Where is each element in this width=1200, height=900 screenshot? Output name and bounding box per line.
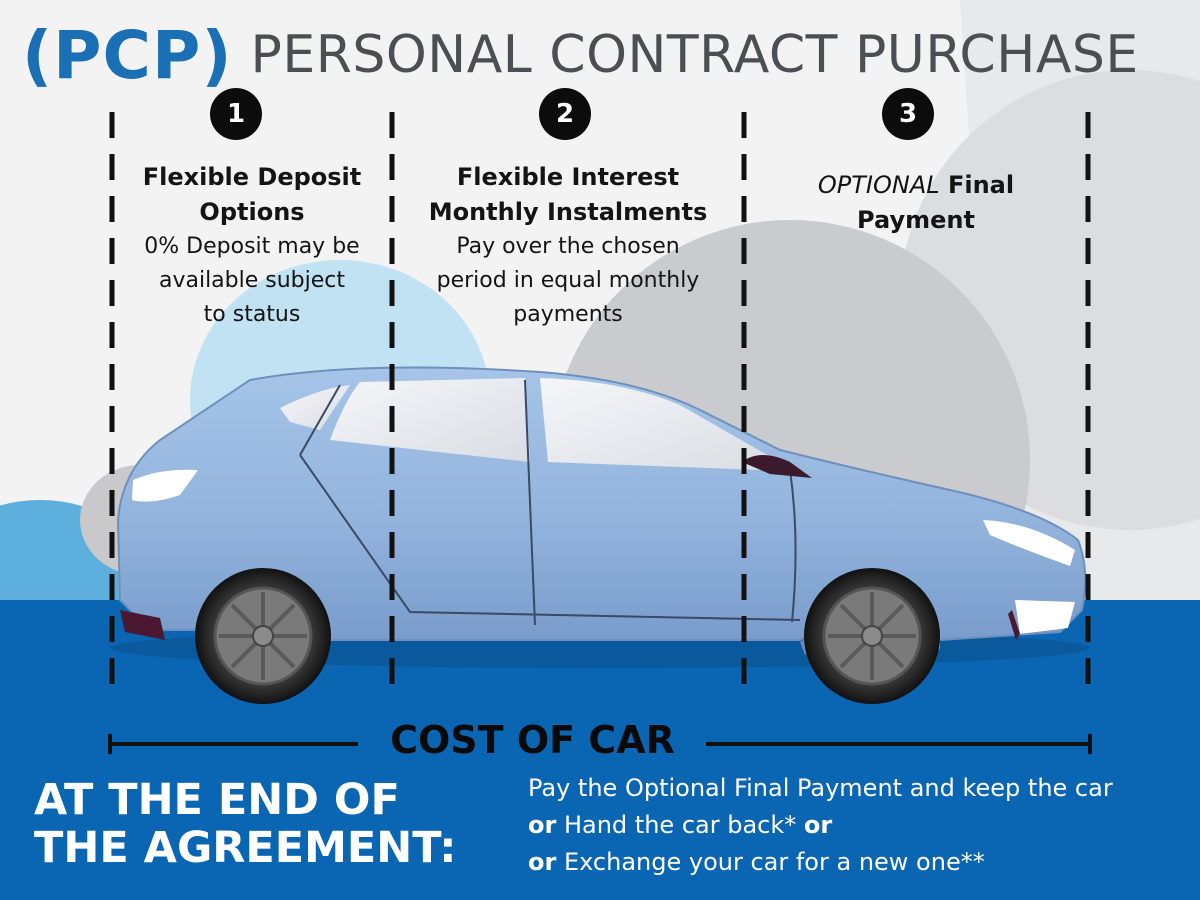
end-option-3: or Exchange your car for a new one**	[528, 844, 1113, 881]
end-title-line1: AT THE END OF	[34, 775, 400, 825]
headlight	[983, 520, 1075, 566]
cost-of-car-label: COST OF CAR	[390, 718, 675, 762]
rear-door-window	[330, 378, 530, 462]
step-2-number-badge: 2	[539, 88, 591, 140]
end-option-3-or: or	[528, 848, 557, 876]
end-option-2-trailing-or: or	[803, 811, 833, 839]
door-line-front	[789, 469, 797, 623]
door-line-rear	[299, 384, 341, 456]
step-3-heading-italic: OPTIONAL	[817, 171, 940, 199]
step-2-heading-line1: Flexible Interest	[456, 163, 680, 191]
end-option-2-or: or	[528, 811, 557, 839]
title-full: PERSONAL CONTRACT PURCHASE	[250, 25, 1139, 85]
step-3-heading-line2: Payment	[857, 206, 975, 234]
title-acronym: (PCP)	[22, 16, 233, 94]
step-1-desc-line1: 0% Deposit may be	[144, 234, 360, 259]
end-option-3-text: Exchange your car for a new one**	[563, 848, 985, 876]
step-1-desc-line3: to status	[203, 302, 301, 327]
step-3-heading-line1: OPTIONAL Final	[750, 168, 1082, 203]
rear-wheel	[195, 568, 331, 704]
step-2-desc-line3: payments	[513, 302, 623, 327]
end-title-line2: THE AGREEMENT:	[34, 823, 457, 873]
step-2-text: Flexible Interest Monthly Instalments Pa…	[398, 160, 738, 332]
end-option-2: or Hand the car back* or	[528, 807, 1113, 844]
door-line-lower	[299, 454, 801, 621]
front-wheel	[804, 568, 940, 704]
step-2-desc-line1: Pay over the chosen	[456, 234, 680, 259]
door-line-middle	[524, 379, 536, 626]
step-2-heading-line2: Monthly Instalments	[428, 198, 708, 226]
step-1-heading-line1: Flexible Deposit	[142, 163, 362, 191]
end-options: Pay the Optional Final Payment and keep …	[528, 770, 1113, 881]
fog-light	[1015, 600, 1075, 634]
end-option-2-text: Hand the car back*	[563, 811, 797, 839]
front-door-window	[540, 378, 790, 470]
rear-light	[132, 469, 198, 502]
step-3-number-badge: 3	[882, 88, 934, 140]
step-3-text: OPTIONAL Final Payment	[750, 168, 1082, 238]
divider-lines	[109, 112, 1091, 700]
step-1-number-badge: 1	[210, 88, 262, 140]
front-bumper-vent	[1008, 610, 1020, 640]
step-2-desc-line2: period in equal monthly	[436, 268, 700, 293]
end-of-agreement-title: AT THE END OF THE AGREEMENT:	[34, 776, 456, 872]
step-1-desc-line2: available subject	[158, 268, 346, 293]
rear-bumper-vent	[120, 610, 165, 640]
end-option-1: Pay the Optional Final Payment and keep …	[528, 774, 1113, 802]
page-title: (PCP) PERSONAL CONTRACT PURCHASE	[22, 12, 1139, 98]
step-1-heading-line2: Options	[199, 198, 305, 226]
step-1-text: Flexible Deposit Options 0% Deposit may …	[118, 160, 386, 332]
car-illustration	[110, 366, 1090, 704]
side-mirror	[742, 455, 812, 478]
cost-bracket	[108, 734, 1092, 754]
step-3-heading-rest: Final	[947, 171, 1015, 199]
